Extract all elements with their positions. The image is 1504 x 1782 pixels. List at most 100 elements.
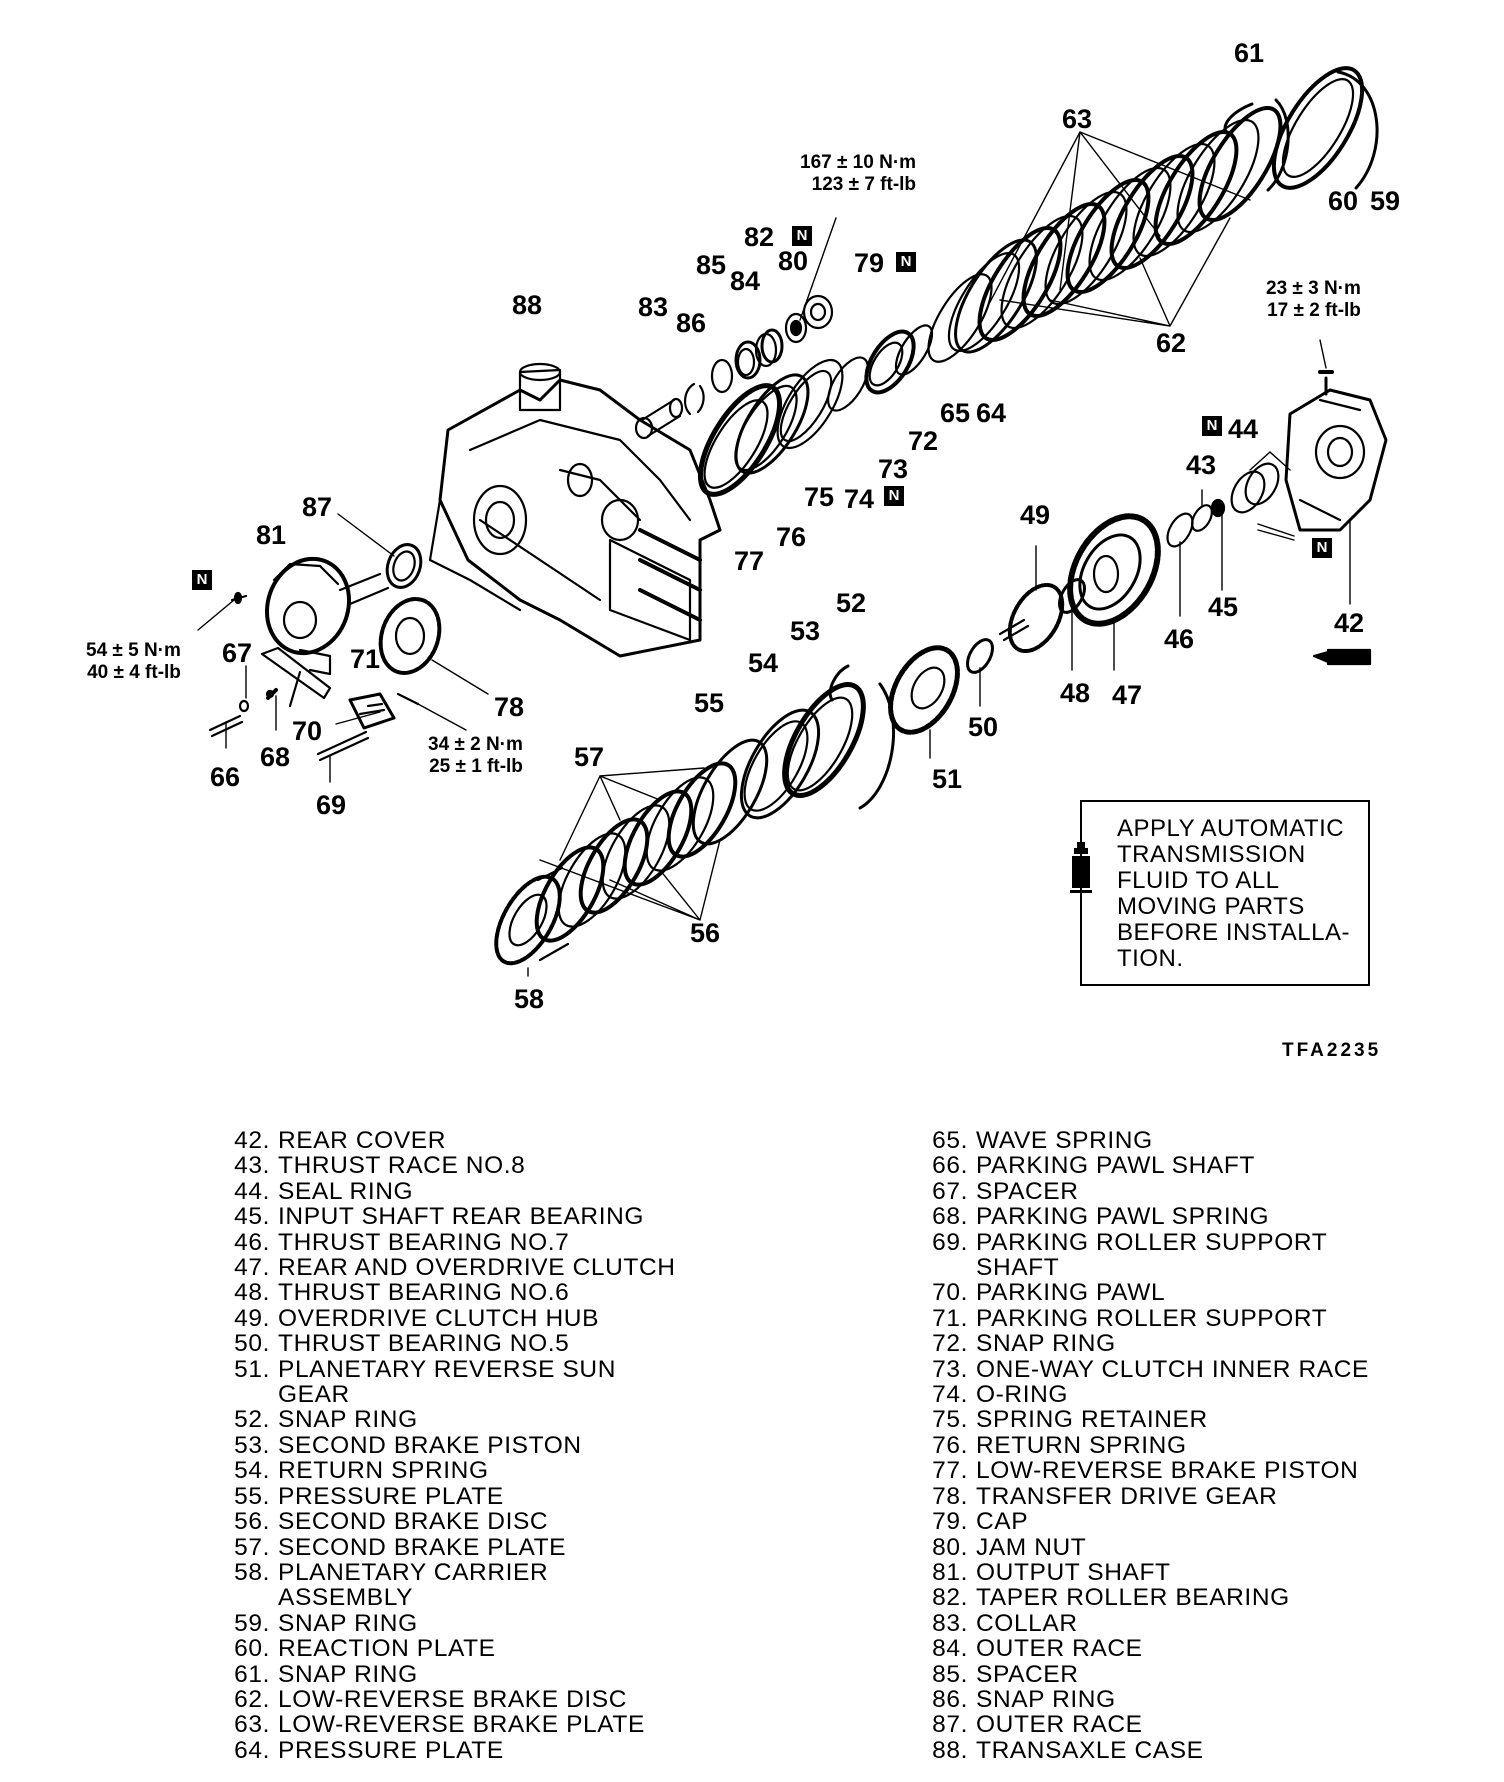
legend-item-number xyxy=(224,1585,270,1610)
legend-item: 63.LOW-REVERSE BRAKE PLATE xyxy=(224,1711,676,1739)
n-badge-44: N xyxy=(1202,416,1222,436)
legend-item-number: 71. xyxy=(932,1304,968,1332)
legend-item-name: SHAFT xyxy=(976,1254,1060,1282)
input-shaft-rear-bearing-45 xyxy=(1210,498,1226,518)
legend-item: 57.SECOND BRAKE PLATE xyxy=(224,1533,676,1561)
callout-65: 65 xyxy=(940,398,971,428)
legend-item-name: GEAR xyxy=(278,1381,350,1409)
reaction-plate-60 xyxy=(1271,66,1365,190)
legend-item: 48. THRUST BEARING NO.6 xyxy=(224,1279,676,1307)
legend-item-name: PLANETARY REVERSE SUN xyxy=(278,1355,617,1383)
atf-bottle-icon xyxy=(1070,842,1092,893)
legend-item-number: 64. xyxy=(234,1736,270,1764)
legend-item: 43.THRUST RACE NO.8 xyxy=(224,1153,676,1179)
second-brake-piston-53 xyxy=(782,682,866,798)
legend-item-name: OUTER RACE xyxy=(976,1635,1143,1663)
callout-64: 64 xyxy=(976,398,1007,428)
legend-item-number: 72. xyxy=(932,1330,968,1358)
legend-item-number: 84. xyxy=(932,1635,968,1663)
legend-item-name: LOW-REVERSE BRAKE PLATE xyxy=(278,1711,645,1739)
atf-note-box: APPLY AUTOMATIC TRANSMISSION FLUID TO AL… xyxy=(1070,800,1370,986)
callout-42: 42 xyxy=(1334,608,1365,638)
legend-item-name: SNAP RING xyxy=(278,1406,418,1434)
legend-item-name: LOW-REVERSE BRAKE PISTON xyxy=(976,1457,1359,1485)
n-badge-42: N xyxy=(1312,538,1332,558)
legend-item: 52.SNAP RING xyxy=(224,1406,676,1434)
legend-item: 66.PARKING PAWL SHAFT xyxy=(922,1152,1369,1180)
legend-item-number: 48. xyxy=(234,1279,270,1307)
torque-nm: 54 ± 5 N·m xyxy=(86,640,181,661)
legend-item-number: 81. xyxy=(932,1558,968,1586)
legend-item-name: TRANSFER DRIVE GEAR xyxy=(976,1482,1278,1510)
legend-item: 42.REAR COVER xyxy=(224,1128,676,1154)
pressure-plate-55 xyxy=(691,738,769,846)
callout-60: 60 xyxy=(1328,186,1359,216)
legend-item: 74.O-RING xyxy=(922,1381,1369,1409)
pressure-plate-64 xyxy=(947,238,1038,354)
legend-item-name: THRUST BEARING NO.5 xyxy=(278,1330,570,1358)
legend-item-name: LOW-REVERSE BRAKE DISC xyxy=(278,1685,628,1713)
legend-item: 85.SPACER xyxy=(922,1661,1369,1687)
callout-70: 70 xyxy=(292,716,323,746)
legend-item-number: 69. xyxy=(932,1228,968,1256)
spacer-85 xyxy=(710,358,734,394)
callout-80: 80 xyxy=(778,246,809,276)
callout-61: 61 xyxy=(1234,38,1265,68)
n-badge-74: N xyxy=(884,486,904,506)
legend-item-number: 44. xyxy=(234,1177,270,1205)
torque-nm: 34 ± 2 N·m xyxy=(428,734,523,755)
torque-nm: 167 ± 10 N·m xyxy=(800,152,917,173)
bolt-78 xyxy=(396,692,420,706)
torque-spec-jam-nut: 167 ± 10 N·m 123 ± 7 ft-lb xyxy=(800,152,916,196)
legend-item-number: 45. xyxy=(234,1203,270,1231)
torque-ftlb: 123 ± 7 ft-lb xyxy=(811,174,917,195)
legend-item-name: PARKING ROLLER SUPPORT xyxy=(976,1304,1328,1332)
brake-pack-62-63 xyxy=(977,106,1283,342)
bolt-81 xyxy=(230,591,248,605)
legend-item-number: 66. xyxy=(932,1152,968,1180)
legend-item-name: ONE-WAY CLUTCH INNER RACE xyxy=(976,1355,1369,1383)
legend-item: 65.WAVE SPRING xyxy=(922,1127,1369,1154)
legend-item-number: 51. xyxy=(234,1355,270,1383)
legend-item-name: THRUST BEARING NO.6 xyxy=(278,1279,570,1307)
callout-44: 44 xyxy=(1228,414,1259,444)
wave-spring-65 xyxy=(927,273,993,363)
callout-54: 54 xyxy=(748,648,779,678)
callout-68: 68 xyxy=(260,742,291,772)
transfer-drive-gear-78 xyxy=(378,597,442,675)
legend-item-number: 74. xyxy=(932,1381,968,1409)
torque-ftlb: 25 ± 1 ft-lb xyxy=(429,756,523,777)
legend-item-name: SECOND BRAKE PLATE xyxy=(278,1533,567,1561)
callout-51: 51 xyxy=(932,764,963,794)
legend-item-name: CAP xyxy=(976,1508,1029,1536)
torque-spec-rear-cover: 23 ± 3 N·m 17 ± 2 ft-lb xyxy=(1266,278,1361,322)
spring-retainer-75 xyxy=(776,358,844,450)
callout-59: 59 xyxy=(1370,186,1401,216)
legend-item-name: REACTION PLATE xyxy=(278,1635,496,1663)
callout-71: 71 xyxy=(350,644,381,674)
callout-56: 56 xyxy=(690,918,721,948)
legend-item-name: PRESSURE PLATE xyxy=(278,1482,504,1510)
n-badge-82: N xyxy=(792,226,812,246)
legend-item: 45.INPUT SHAFT REAR BEARING xyxy=(224,1203,676,1231)
legend-item: 81.OUTPUT SHAFT xyxy=(922,1558,1369,1586)
outer-race-87 xyxy=(385,543,423,589)
legend-item: 64.PRESSURE PLATE xyxy=(224,1736,676,1764)
legend-item-name: ASSEMBLY xyxy=(278,1584,414,1612)
callout-43: 43 xyxy=(1186,450,1217,480)
legend-item-number: 65. xyxy=(932,1127,968,1154)
transaxle-case-88 xyxy=(428,362,722,658)
callout-58: 58 xyxy=(514,984,545,1014)
torque-nm: 23 ± 3 N·m xyxy=(1266,278,1361,299)
legend-item-number: 61. xyxy=(234,1660,270,1688)
callout-63: 63 xyxy=(1062,104,1093,134)
legend-item-name: REAR AND OVERDRIVE CLUTCH xyxy=(278,1254,676,1282)
legend-item-number: 88. xyxy=(932,1736,968,1764)
legend-item-number: 67. xyxy=(932,1177,968,1205)
legend-item: 86.SNAP RING xyxy=(922,1687,1369,1713)
callout-83: 83 xyxy=(638,292,669,322)
legend-item: 47.REAR AND OVERDRIVE CLUTCH xyxy=(224,1254,676,1282)
leader-lines-lower-right xyxy=(929,339,1351,759)
